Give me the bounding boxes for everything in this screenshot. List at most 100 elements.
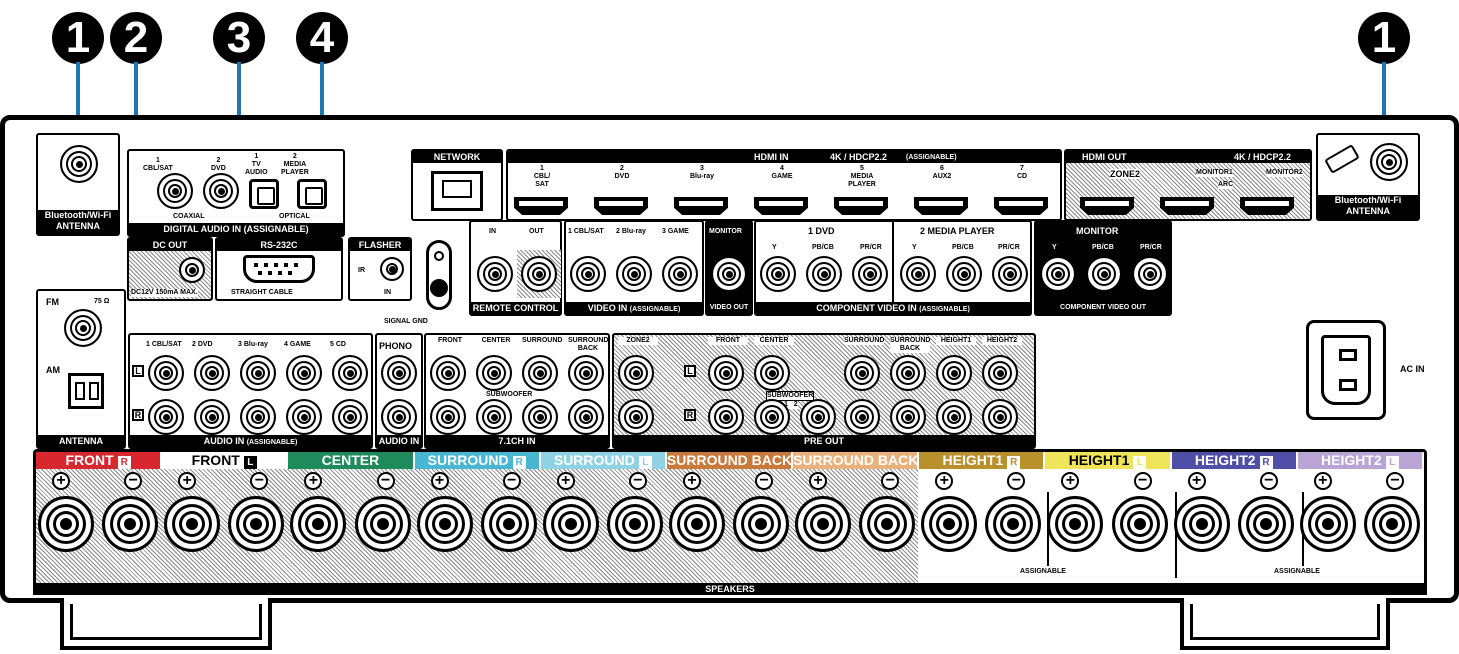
ch71-3-l-jack[interactable] (522, 355, 558, 391)
hdmi-in-port-4[interactable] (754, 197, 808, 215)
pre-out-3-r-jack[interactable] (754, 399, 790, 435)
audio-in-5-l-jack[interactable] (332, 355, 368, 391)
comp-out-pr-jack[interactable] (1132, 256, 1168, 292)
ch71-1-l-jack[interactable] (430, 355, 466, 391)
flasher-in-jack[interactable] (380, 257, 404, 281)
ch71-4-l-jack[interactable] (568, 355, 604, 391)
audio-in-4-r-jack[interactable] (286, 399, 322, 435)
speaker-6-minus-terminal[interactable] (733, 496, 790, 552)
speaker-3-minus-terminal[interactable] (354, 496, 411, 552)
audio-in-1-r-jack[interactable] (148, 399, 184, 435)
hdmi-out-monitor1-port[interactable] (1160, 197, 1214, 215)
comp-in-1-pr-jack[interactable] (852, 256, 888, 292)
digital-optical-2-jack[interactable] (297, 179, 327, 209)
am-antenna-terminal[interactable] (68, 373, 104, 409)
video-in-jack-2[interactable] (616, 256, 652, 292)
comp-out-y-jack[interactable] (1040, 256, 1076, 292)
hdmi-in-port-7[interactable] (994, 197, 1048, 215)
pre-out-4-r-jack[interactable] (844, 399, 880, 435)
speaker-2-minus-terminal[interactable] (228, 496, 285, 552)
comp-in-1-y-jack[interactable] (760, 256, 796, 292)
pre-out-7-l-jack[interactable] (982, 355, 1018, 391)
speaker-10-minus-terminal[interactable] (1237, 496, 1294, 552)
pre-out-1-l-jack[interactable] (618, 355, 654, 391)
speaker-6-plus-terminal[interactable] (668, 496, 725, 552)
optical-label: OPTICAL (279, 213, 310, 220)
comp-in-2-pb-jack[interactable] (946, 256, 982, 292)
hdmi-in-port-3[interactable] (674, 197, 728, 215)
audio-in-4-l-jack[interactable] (286, 355, 322, 391)
speaker-10-plus-terminal[interactable] (1173, 496, 1230, 552)
pre-out-subwoofer-2-jack[interactable] (800, 399, 836, 435)
pre-out-5-r-jack[interactable] (890, 399, 926, 435)
phono-l-jack[interactable] (381, 355, 417, 391)
pre-out-label-5: SURROUND BACK (890, 337, 931, 353)
network-jack[interactable] (431, 171, 483, 211)
speaker-5-minus-terminal[interactable] (606, 496, 663, 552)
digital-optical-1-jack[interactable] (249, 179, 279, 209)
speaker-8-minus-terminal[interactable] (985, 496, 1042, 552)
fm-antenna-jack[interactable] (64, 309, 102, 347)
hdmi-in-port-6[interactable] (914, 197, 968, 215)
comp-in-1-pb-jack[interactable] (806, 256, 842, 292)
signal-gnd-terminal[interactable] (426, 240, 452, 310)
hdmi-out-zone2-port[interactable] (1080, 197, 1134, 215)
remote-in-jack[interactable] (477, 256, 513, 292)
comp-in-2-pr-jack[interactable] (992, 256, 1028, 292)
comp-out-pb-jack[interactable] (1086, 256, 1122, 292)
ch71-2-r-jack[interactable] (476, 399, 512, 435)
hdmi-in-port-5[interactable] (834, 197, 888, 215)
remote-out-jack[interactable] (521, 256, 557, 292)
pre-out-2-r-jack[interactable] (708, 399, 744, 435)
ch71-1-r-jack[interactable] (430, 399, 466, 435)
hdmi-in-port-2[interactable] (594, 197, 648, 215)
hdmi-in-port-1[interactable] (514, 197, 568, 215)
speaker-11-minus-terminal[interactable] (1364, 496, 1420, 552)
pre-out-6-l-jack[interactable] (936, 355, 972, 391)
video-in-jack-3[interactable] (662, 256, 698, 292)
audio-in-3-r-jack[interactable] (240, 399, 276, 435)
ch71-subwoofer-label: SUBWOOFER (486, 391, 533, 398)
speaker-3-plus-terminal[interactable] (290, 496, 347, 552)
ch71-2-l-jack[interactable] (476, 355, 512, 391)
pre-out-4-l-jack[interactable] (844, 355, 880, 391)
digital-coax-2-jack[interactable] (203, 173, 239, 209)
ch71-3-r-jack[interactable] (522, 399, 558, 435)
audio-in-2-r-jack[interactable] (194, 399, 230, 435)
speaker-1-plus-terminal[interactable] (38, 496, 94, 552)
speaker-1-minus-terminal[interactable] (102, 496, 159, 552)
speaker-4-minus-terminal[interactable] (480, 496, 537, 552)
pre-out-1-r-jack[interactable] (618, 399, 654, 435)
hdmi-out-monitor2-port[interactable] (1240, 197, 1294, 215)
speaker-9-minus-terminal[interactable] (1111, 496, 1168, 552)
speaker-11-plus-terminal[interactable] (1299, 496, 1356, 552)
ch71-4-r-jack[interactable] (568, 399, 604, 435)
pre-out-3-l-jack[interactable] (754, 355, 790, 391)
dc-out-jack[interactable] (179, 257, 205, 283)
speaker-7-plus-terminal[interactable] (795, 496, 852, 552)
ac-in-socket[interactable] (1306, 320, 1386, 420)
speaker-2-plus-terminal[interactable] (164, 496, 221, 552)
speaker-8-plus-terminal[interactable] (921, 496, 978, 552)
bt-antenna-left-connector[interactable] (60, 145, 98, 183)
pre-out-2-l-jack[interactable] (708, 355, 744, 391)
speaker-7-minus-terminal[interactable] (859, 496, 916, 552)
pre-out-5-l-jack[interactable] (890, 355, 926, 391)
speaker-2-minus-mark: − (250, 472, 269, 490)
speaker-5-plus-terminal[interactable] (542, 496, 599, 552)
video-in-jack-1[interactable] (570, 256, 606, 292)
pre-out-6-r-jack[interactable] (936, 399, 972, 435)
audio-in-5-r-jack[interactable] (332, 399, 368, 435)
audio-in-2-l-jack[interactable] (194, 355, 230, 391)
audio-in-3-l-jack[interactable] (240, 355, 276, 391)
speaker-4-plus-terminal[interactable] (416, 496, 473, 552)
pre-out-7-r-jack[interactable] (982, 399, 1018, 435)
bt-antenna-right-connector[interactable] (1370, 143, 1408, 181)
audio-in-1-l-jack[interactable] (148, 355, 184, 391)
video-out-jack[interactable] (711, 256, 747, 292)
digital-coax-1-jack[interactable] (157, 173, 193, 209)
comp-in-2-y-jack[interactable] (900, 256, 936, 292)
speaker-9-plus-terminal[interactable] (1047, 496, 1104, 552)
rs232c-port[interactable] (243, 255, 315, 283)
phono-r-jack[interactable] (381, 399, 417, 435)
